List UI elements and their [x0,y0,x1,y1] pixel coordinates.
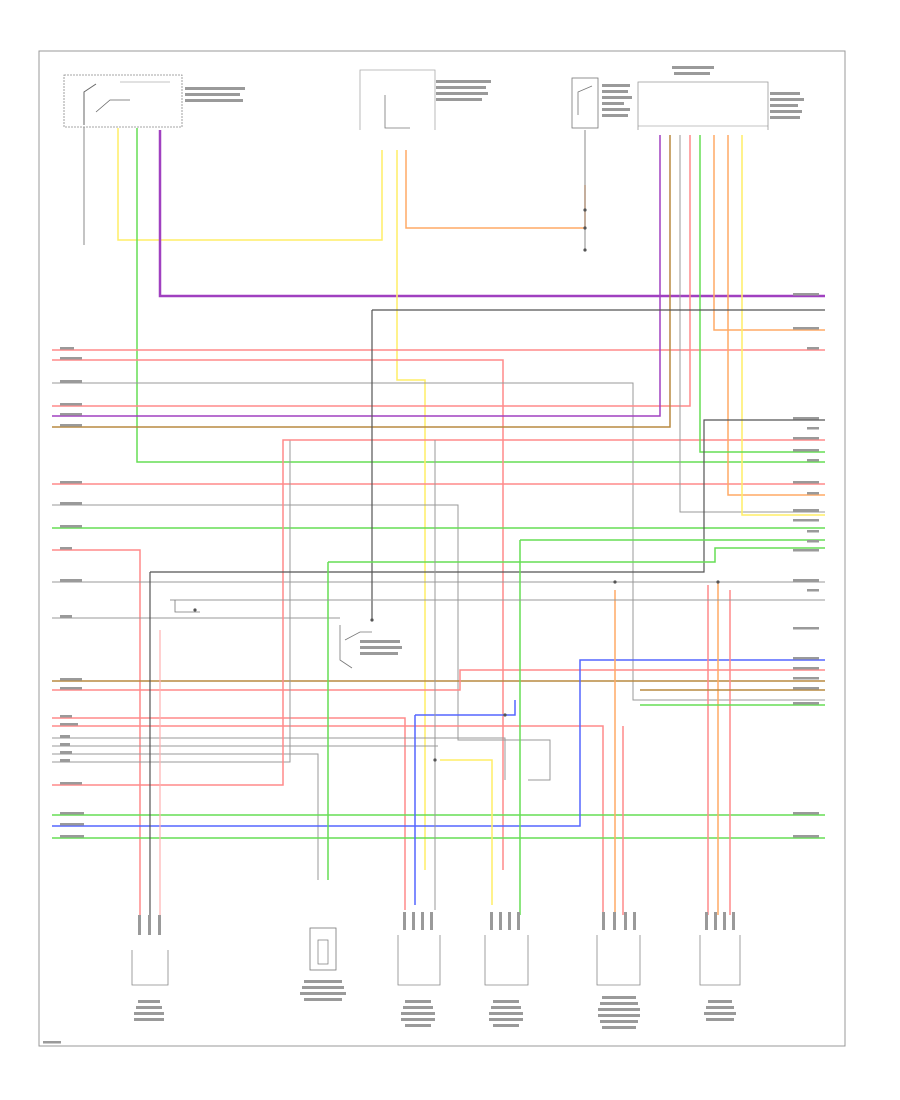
coolant-sensor [300,927,346,1001]
top-right-connector-component [571,77,632,129]
diagram-frame [38,50,846,1047]
left-sensor [131,915,169,1021]
mid-relay-component [174,600,402,669]
left-wire-label-marks [60,347,84,838]
right-wire-label-marks [793,293,819,838]
top-left-switch-component [63,74,245,128]
bottom-components [131,912,741,1029]
knock-sensor-1 [397,912,441,1027]
wire-set [52,127,825,915]
top-center-sensor-component [359,69,491,130]
engine-control-module-connector [637,66,804,130]
knock-sensor-2 [484,912,529,1027]
splice-points [193,208,720,762]
oxygen-sensor [596,912,641,1029]
frame-code-mark [43,1041,61,1044]
downstream-sensor [699,912,741,1021]
